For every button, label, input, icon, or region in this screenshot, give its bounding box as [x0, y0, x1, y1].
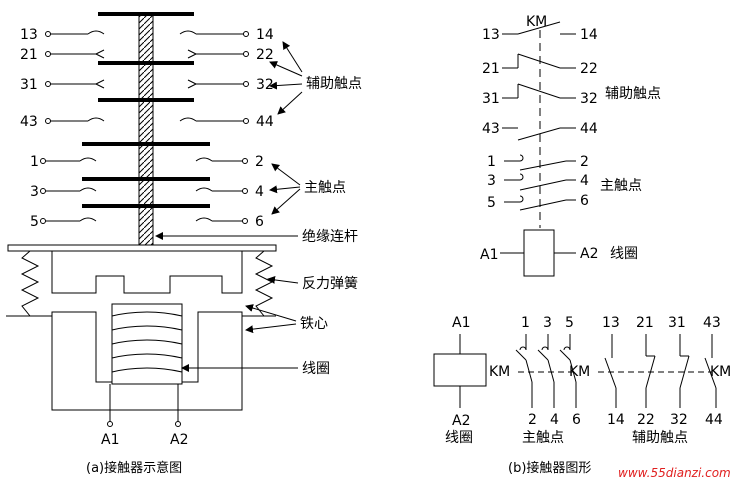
rt-terminal-3: 3 — [487, 173, 496, 189]
rb-aux-22: 22 — [637, 412, 655, 428]
aux-terminal-31: 31 — [20, 77, 38, 93]
rt-aux-label: 辅助触点 — [605, 86, 661, 102]
aux-terminal-14: 14 — [256, 27, 274, 43]
attached-symbol — [500, 21, 576, 277]
watermark: www.55dianzi.com — [618, 466, 731, 480]
callout-arrows — [155, 41, 303, 372]
aux-poles — [598, 334, 717, 408]
main-fixed-contacts — [40, 157, 248, 224]
rb-main-5: 5 — [565, 315, 574, 331]
rb-main-label: 主触点 — [522, 430, 564, 446]
main-terminal-3: 3 — [30, 184, 39, 200]
aux-terminal-32: 32 — [256, 77, 274, 93]
rb-main-4: 4 — [550, 412, 559, 428]
rt-terminal-1: 1 — [487, 154, 496, 170]
rb-aux-21: 21 — [636, 315, 654, 331]
rb-aux-44: 44 — [705, 412, 723, 428]
coil-terminal-a2: A2 — [170, 432, 188, 448]
rt-terminal-31: 31 — [482, 91, 500, 107]
rb-main-6: 6 — [572, 412, 581, 428]
return-spring-left — [20, 250, 40, 317]
rt-terminal-44: 44 — [580, 121, 598, 137]
aux-terminal-44: 44 — [256, 114, 274, 130]
rb-main-2: 2 — [528, 412, 537, 428]
rb-aux-km: KM — [710, 364, 731, 380]
moving-contact-bars — [82, 12, 210, 208]
armature — [51, 250, 243, 294]
callout-main-contacts: 主触点 — [304, 180, 346, 196]
rt-terminal-4: 4 — [580, 173, 589, 189]
main-terminal-5: 5 — [30, 214, 39, 230]
rb-main-1: 1 — [521, 315, 530, 331]
callout-coil: 线圈 — [302, 361, 330, 377]
main-terminal-6: 6 — [255, 214, 264, 230]
main-terminal-2: 2 — [255, 154, 264, 170]
rb-coil-a1: A1 — [452, 315, 470, 331]
aux-terminal-22: 22 — [256, 47, 274, 63]
rt-terminal-22: 22 — [580, 61, 598, 77]
aux-fixed-contacts — [45, 30, 249, 124]
contactor-schematic — [6, 12, 303, 427]
callout-aux-contacts: 辅助触点 — [306, 76, 362, 92]
aux-terminal-43: 43 — [20, 114, 38, 130]
coil-box-top — [523, 229, 555, 277]
rt-terminal-32: 32 — [580, 91, 598, 107]
rb-coil-km: KM — [489, 364, 510, 380]
rb-aux-32: 32 — [670, 412, 688, 428]
rt-terminal-43: 43 — [482, 121, 500, 137]
main-terminal-1: 1 — [30, 154, 39, 170]
callout-return-spring: 反力弹簧 — [302, 276, 358, 292]
coil-terminal-a1: A1 — [101, 432, 119, 448]
rb-aux-31: 31 — [668, 315, 686, 331]
caption-a: (a)接触器示意图 — [86, 460, 182, 476]
rt-coil-a2: A2 — [580, 246, 598, 262]
km-label-top: KM — [526, 14, 547, 30]
coil-winding — [111, 303, 183, 385]
rt-terminal-2: 2 — [580, 154, 589, 170]
callout-insulated-rod: 绝缘连杆 — [302, 229, 358, 245]
rt-terminal-14: 14 — [580, 27, 598, 43]
detached-symbol — [433, 334, 717, 408]
base-plate — [7, 244, 277, 252]
rt-coil-a1: A1 — [480, 247, 498, 263]
aux-terminal-21: 21 — [20, 47, 38, 63]
rb-coil-a2: A2 — [452, 413, 470, 429]
rt-coil-label: 线圈 — [610, 246, 638, 262]
aux-terminal-13: 13 — [20, 27, 38, 43]
rb-main-3: 3 — [543, 315, 552, 331]
callout-iron-core: 铁心 — [300, 316, 328, 332]
insulated-rod — [138, 13, 154, 247]
rt-terminal-21: 21 — [482, 61, 500, 77]
return-spring-right — [254, 250, 274, 317]
main-poles — [515, 334, 577, 408]
rb-aux-43: 43 — [703, 315, 721, 331]
rb-aux-label: 辅助触点 — [632, 430, 688, 446]
rt-terminal-5: 5 — [487, 195, 496, 211]
coil-box-bottom — [433, 353, 487, 387]
rb-aux-13: 13 — [602, 315, 620, 331]
rb-aux-14: 14 — [607, 412, 625, 428]
rt-main-label: 主触点 — [600, 178, 642, 194]
rt-terminal-13: 13 — [482, 27, 500, 43]
caption-b: (b)接触器图形 — [508, 460, 591, 476]
main-terminal-4: 4 — [255, 184, 264, 200]
rt-terminal-6: 6 — [580, 193, 589, 209]
rb-main-km: KM — [569, 364, 590, 380]
rb-coil-label: 线圈 — [445, 430, 473, 446]
